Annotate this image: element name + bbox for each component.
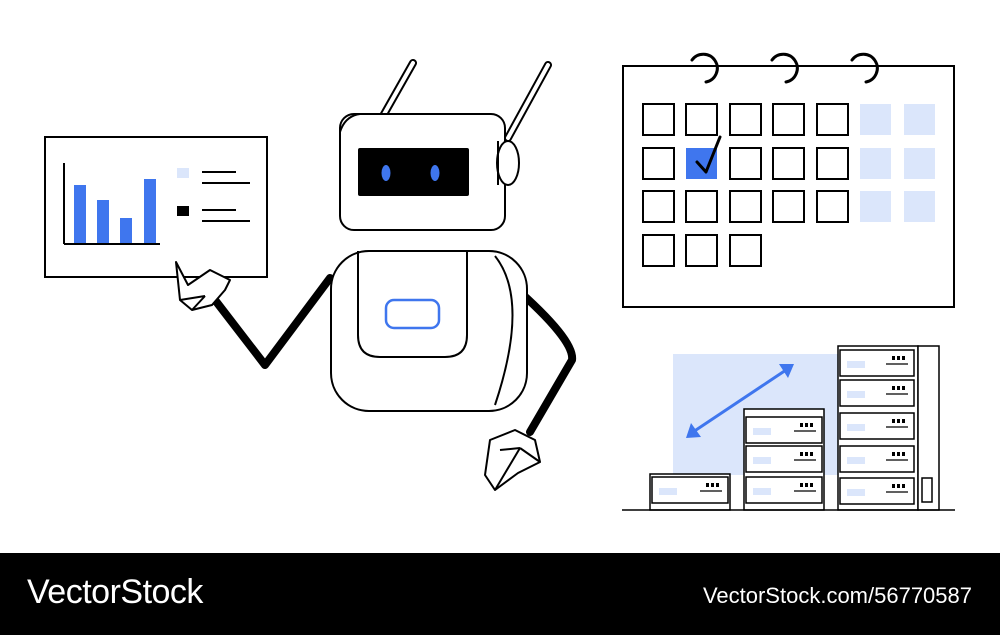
- server-unit: [745, 416, 823, 444]
- cabinet-handle: [921, 477, 933, 503]
- calendar-day-cell: [729, 147, 762, 180]
- calendar-day-cell: [904, 191, 935, 222]
- footer-bar: VectorStock VectorStock.com/56770587: [0, 553, 1000, 635]
- robot-icon: [175, 59, 577, 491]
- calendar-day-cell: [642, 147, 675, 180]
- server-rack-icon: [622, 345, 955, 511]
- stock-url[interactable]: VectorStock.com/56770587: [702, 583, 972, 608]
- calendar-day-cell: [642, 103, 675, 136]
- illustration: [44, 52, 955, 511]
- calendar-day-cell: [772, 147, 805, 180]
- server-unit: [839, 477, 915, 505]
- calendar-day-cell: [904, 148, 935, 179]
- calendar-day-cell: [685, 103, 718, 136]
- double-arrow-icon: [686, 364, 794, 438]
- chart-board-icon: [44, 136, 268, 278]
- calendar-icon: [622, 52, 955, 308]
- server-unit: [839, 379, 915, 407]
- calendar-day-cell: [816, 147, 849, 180]
- calendar-day-cell: [686, 148, 717, 179]
- server-unit: [651, 476, 729, 504]
- calendar-day-cell: [860, 148, 891, 179]
- calendar-day-cell: [642, 190, 675, 223]
- calendar-day-cell: [729, 190, 762, 223]
- calendar-day-cell: [772, 103, 805, 136]
- calendar-day-cell: [729, 103, 762, 136]
- calendar-day-cell: [816, 103, 849, 136]
- calendar-day-cell: [860, 104, 891, 135]
- calendar-day-cell: [685, 190, 718, 223]
- calendar-day-cell: [642, 234, 675, 267]
- calendar-day-cell: [685, 234, 718, 267]
- server-unit: [745, 445, 823, 473]
- brand-logo[interactable]: VectorStock: [27, 573, 203, 611]
- calendar-day-cell: [904, 104, 935, 135]
- calendar-day-cell: [729, 234, 762, 267]
- checkmark-icon: [695, 135, 722, 174]
- calendar-day-cell: [772, 190, 805, 223]
- server-unit: [839, 412, 915, 440]
- server-unit: [839, 349, 915, 377]
- calendar-day-cell: [860, 191, 891, 222]
- server-unit: [839, 445, 915, 473]
- calendar-day-cell: [816, 190, 849, 223]
- server-unit: [745, 476, 823, 504]
